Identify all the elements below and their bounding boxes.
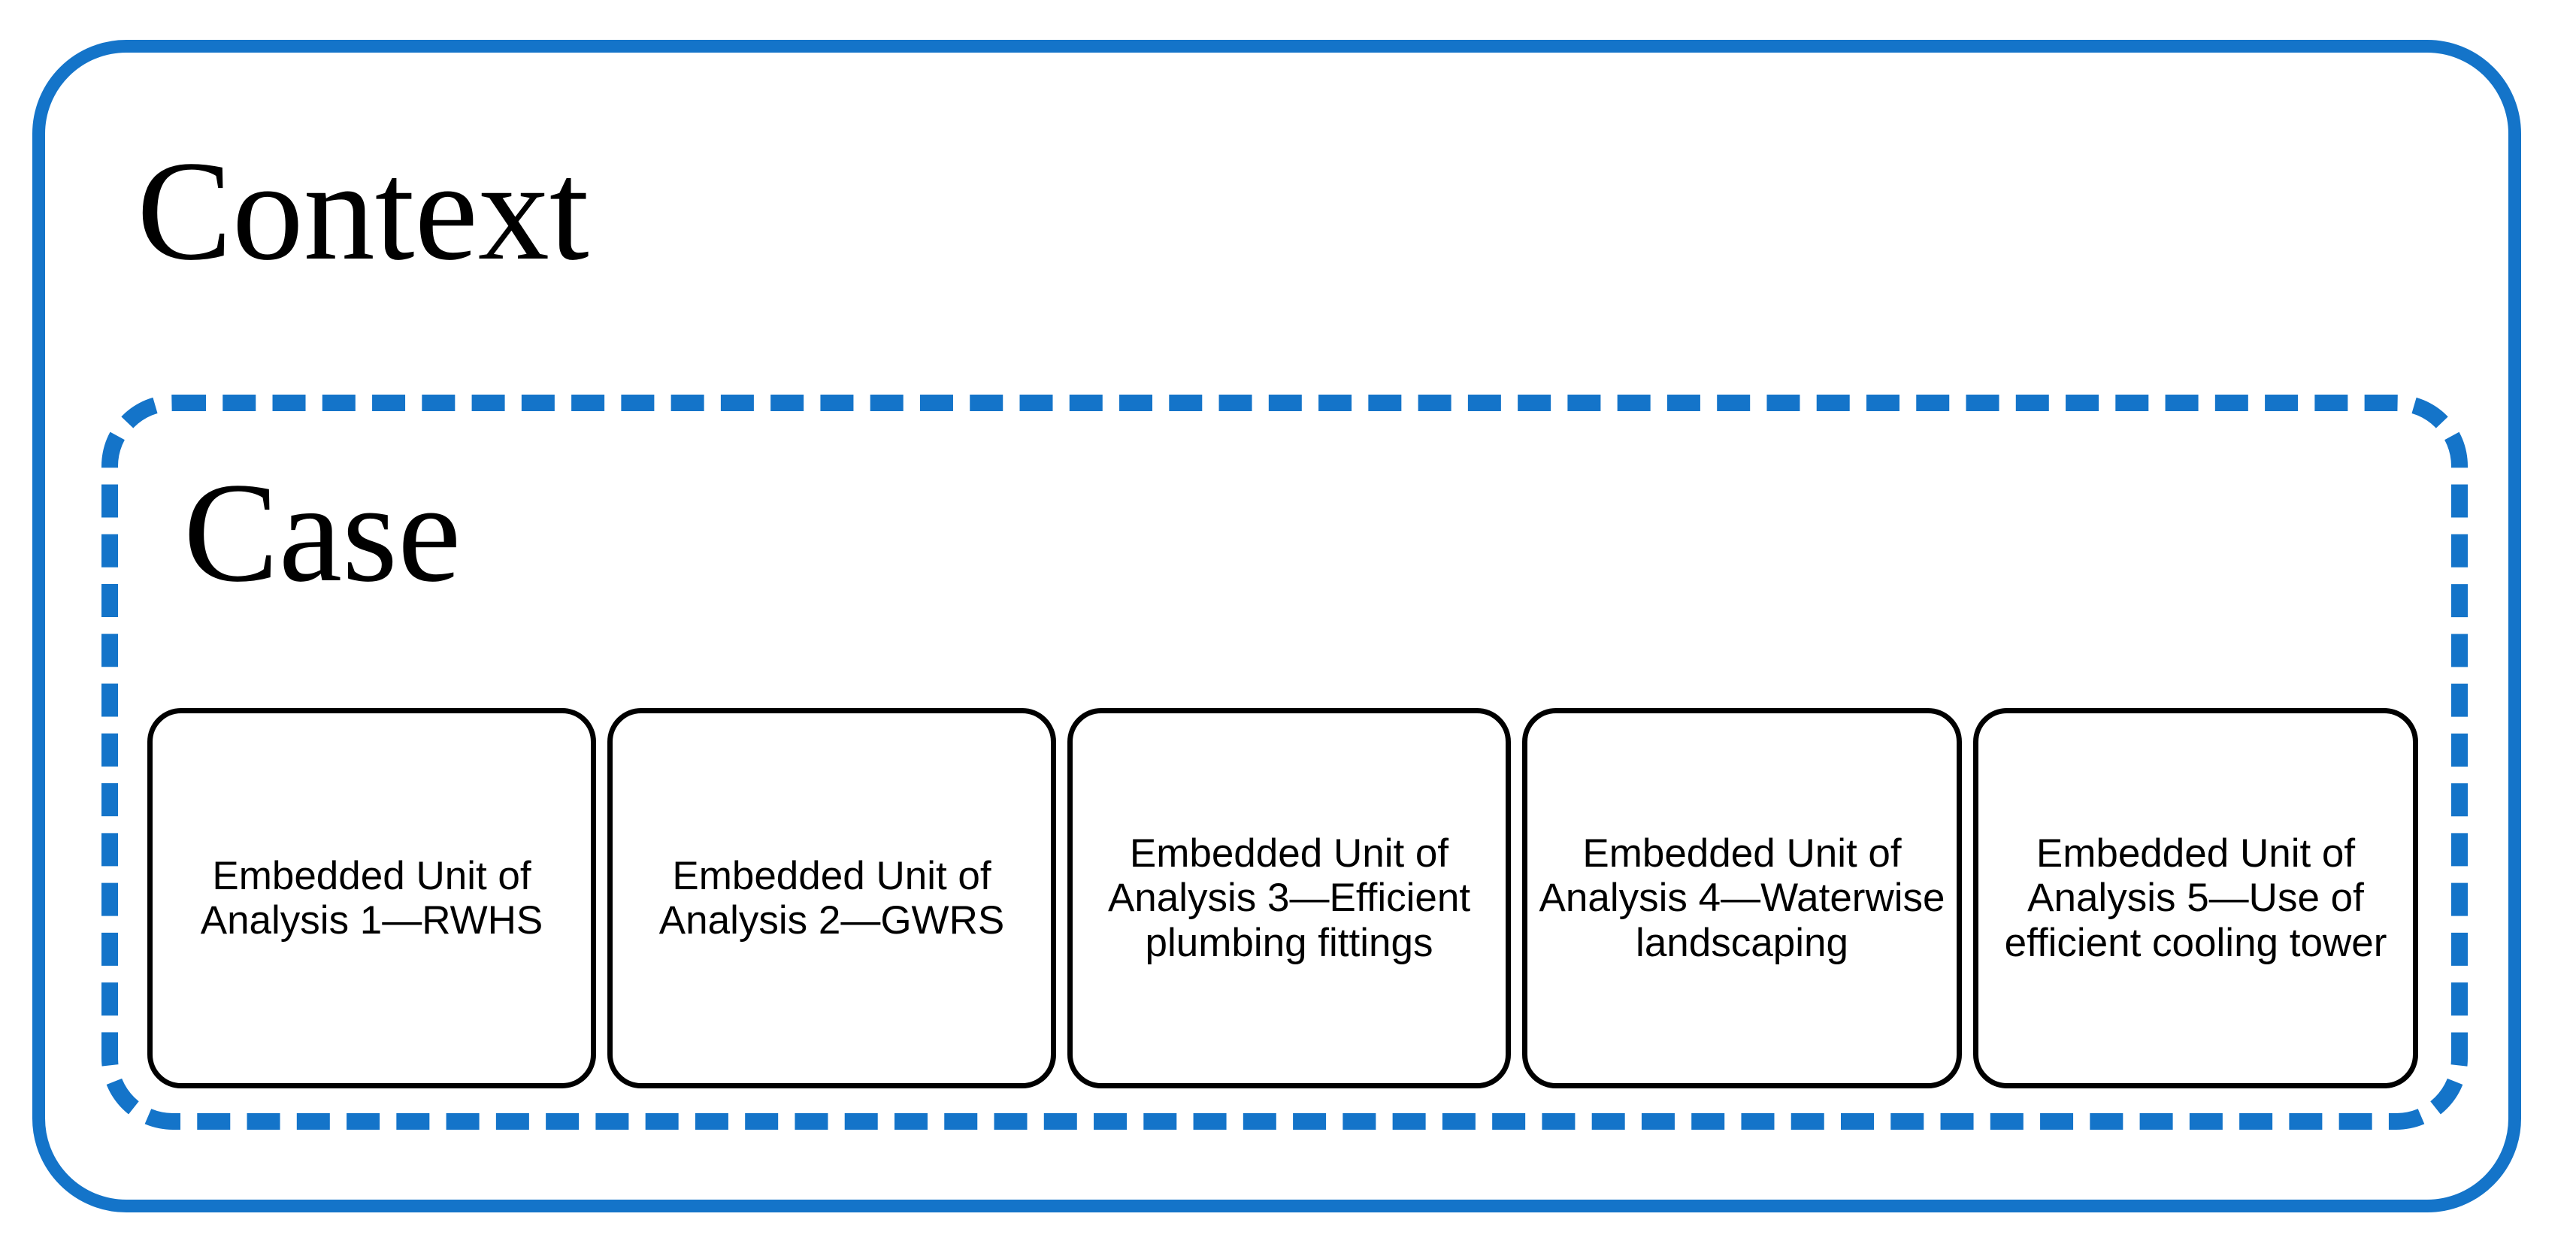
embedded-unit-label-1: Embedded Unit of Analysis 1—RWHS bbox=[200, 853, 543, 943]
embedded-unit-label-4: Embedded Unit of Analysis 4—Waterwise la… bbox=[1539, 831, 1945, 965]
embedded-unit-label-5: Embedded Unit of Analysis 5—Use of effic… bbox=[2004, 831, 2387, 965]
embedded-unit-box-5[interactable]: Embedded Unit of Analysis 5—Use of effic… bbox=[1973, 708, 2418, 1088]
embedded-unit-label-2: Embedded Unit of Analysis 2—GWRS bbox=[658, 853, 1005, 943]
embedded-unit-box-1[interactable]: Embedded Unit of Analysis 1—RWHS bbox=[147, 708, 596, 1088]
case-container bbox=[101, 395, 2468, 1130]
embedded-unit-row: Embedded Unit of Analysis 1—RWHS Embedde… bbox=[147, 708, 2418, 1088]
embedded-unit-box-2[interactable]: Embedded Unit of Analysis 2—GWRS bbox=[607, 708, 1056, 1088]
case-label: Case bbox=[183, 454, 462, 612]
embedded-unit-box-3[interactable]: Embedded Unit of Analysis 3—Efficient pl… bbox=[1067, 708, 1511, 1088]
embedded-unit-label-3: Embedded Unit of Analysis 3—Efficient pl… bbox=[1107, 831, 1471, 965]
embedded-unit-box-4[interactable]: Embedded Unit of Analysis 4—Waterwise la… bbox=[1522, 708, 1962, 1088]
context-container bbox=[32, 40, 2521, 1212]
context-label: Context bbox=[137, 132, 589, 290]
